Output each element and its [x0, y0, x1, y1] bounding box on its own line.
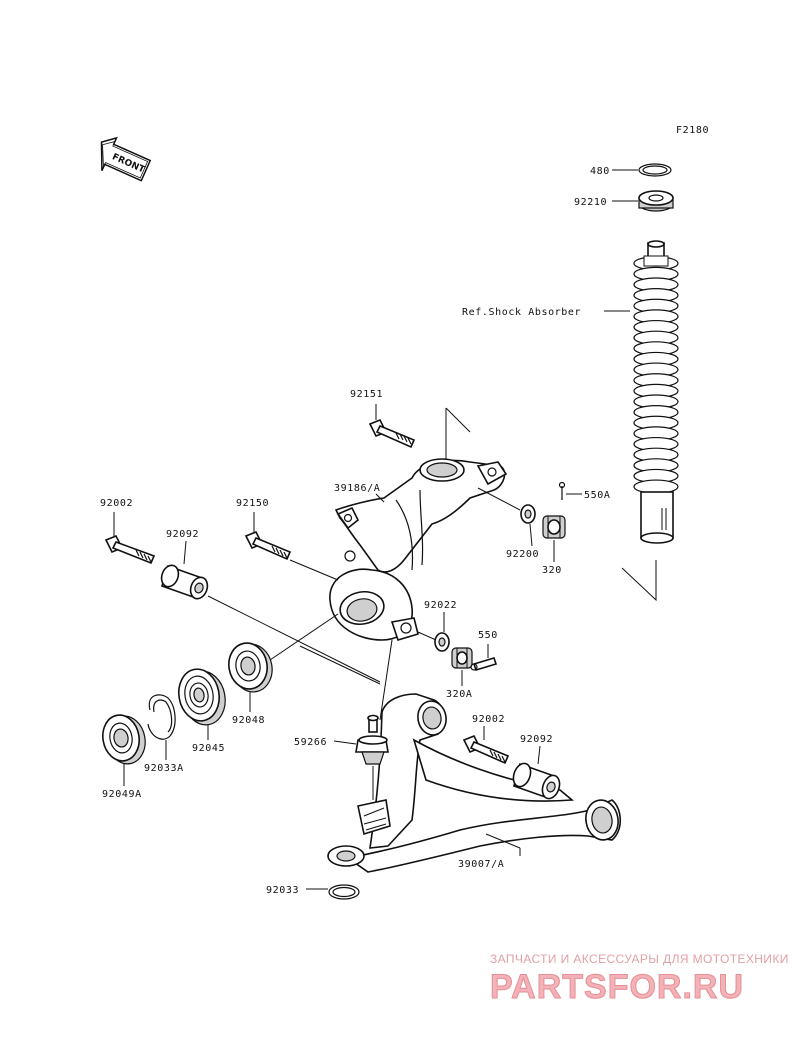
a-arm-39007	[327, 693, 622, 873]
label-92150: 92150	[236, 498, 269, 509]
shock-lower-body	[640, 491, 674, 539]
label-92049a: 92049A	[102, 789, 142, 800]
bolt-92002-top	[104, 534, 156, 565]
castle-nut-320a	[451, 647, 473, 669]
label-92151: 92151	[350, 389, 383, 400]
shock-absorber-group: 480 92210 Ref.Shock Absorber	[462, 163, 679, 602]
bearing-92045	[177, 668, 226, 726]
cotter-pin-550a	[558, 481, 566, 500]
circlip-92033	[328, 884, 360, 900]
shock-boot	[633, 255, 679, 494]
bolt-92151	[368, 418, 416, 449]
watermark-brand: PARTSFOR.RU	[490, 968, 744, 1006]
watermark-tagline: ЗАПЧАСТИ И АКСЕССУАРЫ ДЛЯ МОТОТЕХНИКИ	[490, 952, 789, 966]
label-92002-bottom: 92002	[472, 714, 505, 725]
label-92048: 92048	[232, 715, 265, 726]
washer-92200	[520, 504, 536, 524]
label-92033: 92033	[266, 885, 299, 896]
ball-joint-59266	[355, 714, 389, 765]
seal-92049a	[102, 714, 146, 765]
bushing-92092-bottom	[512, 762, 561, 800]
label-480: 480	[590, 166, 610, 177]
label-92200: 92200	[506, 549, 539, 560]
label-39186-a: 39186/A	[334, 483, 380, 494]
bushing-92092-top	[160, 564, 209, 600]
label-ref-shock-absorber: Ref.Shock Absorber	[462, 307, 581, 318]
diagram-code: F2180	[676, 125, 709, 136]
label-92092-bottom: 92092	[520, 734, 553, 745]
washer-92022	[434, 632, 450, 652]
label-92002-top: 92002	[100, 498, 133, 509]
label-320a: 320A	[446, 689, 472, 700]
seal-92048	[228, 642, 273, 693]
label-59266: 59266	[294, 737, 327, 748]
label-39007-a: 39007/A	[458, 859, 504, 870]
label-92210: 92210	[574, 197, 607, 208]
bolt-92002-bottom	[462, 734, 510, 765]
bolt-92150	[244, 530, 292, 561]
label-550: 550	[478, 630, 498, 641]
circlip-480	[638, 163, 672, 177]
label-92033a: 92033A	[144, 763, 184, 774]
nut-92210	[638, 190, 674, 212]
label-550a: 550A	[584, 490, 610, 501]
label-92045: 92045	[192, 743, 225, 754]
label-320: 320	[542, 565, 562, 576]
castle-nut-320	[542, 515, 566, 539]
circlip-92033a	[147, 694, 176, 740]
label-92022: 92022	[424, 600, 457, 611]
label-92092-top: 92092	[166, 529, 199, 540]
steering-knuckle-39186	[329, 458, 508, 721]
cotter-pin-550	[470, 657, 498, 671]
watermark: ЗАПЧАСТИ И АКСЕССУАРЫ ДЛЯ МОТОТЕХНИКИ PA…	[490, 952, 789, 1007]
front-direction-arrow: FRONT	[100, 136, 152, 182]
